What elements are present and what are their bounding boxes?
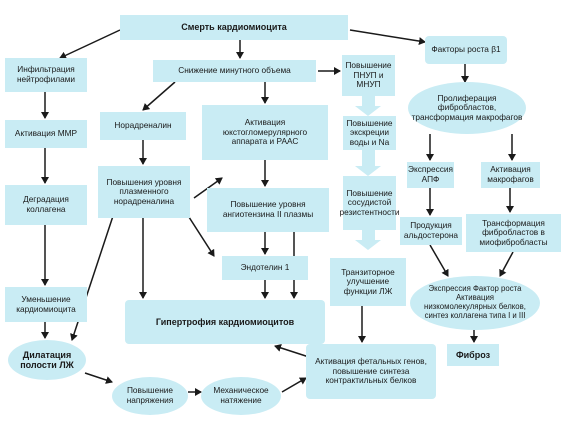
node-mechanical-stretch: Механическое натяжение (201, 377, 281, 415)
node-cardiac-output-decrease: Снижение минутного объема (153, 60, 316, 82)
node-neutrophil-infiltration: Инфильтрация нейтрофилами (5, 58, 87, 92)
node-mmp-activation: Активация ММР (5, 120, 87, 148)
node-cardiomyocyte-decrease: Уменьшение кардиомиоцита (5, 287, 87, 322)
arrow-aldosterone-to-expression (429, 244, 449, 277)
node-apf-expression: Экспрессия АПФ (407, 162, 454, 188)
node-fibroblast-proliferation: Пролиферация фибробластов, трансформация… (408, 82, 526, 134)
arrow-fetal-to-hypertrophy (274, 344, 313, 359)
arrow-stretch-to-fetal (281, 377, 307, 393)
node-fibrosis: Фиброз (447, 344, 499, 366)
node-tension-increase: Повышение напряжения (112, 377, 188, 415)
arrow-death-to-growth (349, 29, 426, 46)
node-noradrenaline: Норадреналин (100, 112, 186, 140)
arrow-output-to-noradrenaline (142, 81, 176, 111)
node-plasma-noradrenaline: Повышения уровня плазменного норадренали… (98, 166, 190, 218)
node-aldosterone-production: Продукция альдостерона (400, 217, 462, 245)
node-myofibroblast-transformation: Трансформация фибробластов в миофибробла… (466, 214, 561, 252)
arrow-myofibroblast-to-expression (499, 251, 514, 277)
node-hypertrophy: Гипертрофия кардиомиоцитов (125, 300, 325, 344)
node-vascular-resistance: Повышение сосудистой резистентности (339, 176, 400, 230)
block-arrow-resistance-to-transient (355, 230, 381, 250)
node-transient-improvement: Транзиторное улучшение функции ЛЖ (330, 258, 406, 306)
node-endothelin: Эндотелин 1 (222, 256, 308, 280)
node-water-na-excretion: Повышение экскреции воды и Na (343, 116, 396, 150)
node-fetal-genes: Активация фетальных генов, повышение син… (306, 344, 436, 399)
node-lv-dilation: Дилатация полости ЛЖ (8, 340, 86, 380)
node-pnup-mnup: Повышение ПНУП и МНУП (342, 55, 395, 96)
node-jga-raas-activation: Активация юкстогломерулярного аппарата и… (202, 105, 328, 160)
block-arrow-excretion-to-resistance (355, 150, 381, 176)
node-cardiomyocyte-death: Смерть кардиомиоцита (120, 15, 348, 40)
node-collagen-degradation: Деградация коллагена (5, 185, 87, 225)
node-growth-factors: Факторы роста β1 (425, 36, 507, 64)
arrow-dilation-to-tension (84, 372, 113, 384)
block-arrow-pnup-to-excretion (355, 96, 381, 116)
arrow-death-to-infiltration (59, 29, 121, 60)
node-macrophage-activation: Активация макрофагов (481, 162, 540, 188)
node-growth-factor-expression: Экспрессия Фактор роста Активация низком… (410, 276, 540, 330)
node-angiotensin-increase: Повышение уровня ангиотензина II плазмы (207, 188, 329, 232)
